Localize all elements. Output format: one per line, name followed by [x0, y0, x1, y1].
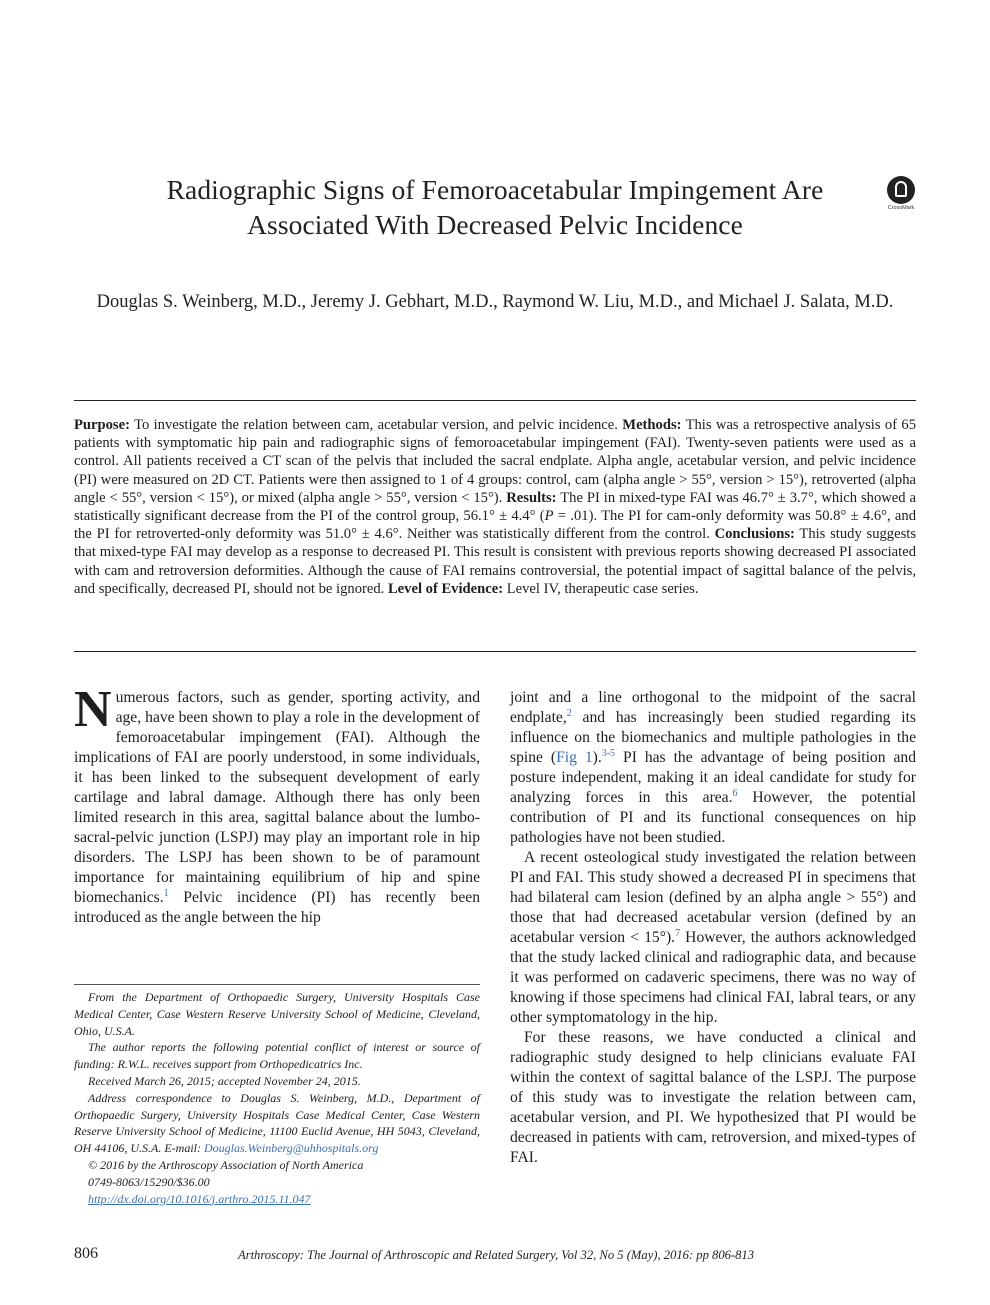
article-title: Radiographic Signs of Femoroacetabular I… [166, 174, 824, 240]
results-p-symbol: P [544, 508, 554, 525]
evidence-text: Level IV, therapeutic case series. [506, 580, 699, 597]
abstract-top-rule [74, 400, 916, 401]
footnote-copyright: © 2016 by the Arthroscopy Association of… [88, 1157, 364, 1172]
email-link[interactable]: Douglas.Weinberg@uhhospitals.org [203, 1141, 379, 1156]
correspondence-text: Address correspondence to Douglas S. Wei… [74, 1090, 480, 1156]
p1-text-a: joint and a line orthogonal to the midpo… [510, 689, 916, 726]
paragraph-3: For these reasons, we have conducted a c… [510, 1029, 916, 1166]
conclusions-text: This study suggests that mixed-type FAI … [74, 526, 916, 597]
results-text-cont: = .01). The PI for cam-only deformity wa… [74, 508, 916, 543]
p1-text-b: and has increasingly been studied regard… [510, 709, 916, 766]
abstract-bottom-rule [74, 651, 916, 652]
ref-1-link[interactable]: 1 [163, 887, 169, 899]
ref-3-5-link[interactable]: 3-5 [601, 747, 616, 759]
conclusions-label: Conclusions: [714, 526, 795, 543]
crossmark-label: CrossMark [887, 205, 915, 211]
ref-2-link[interactable]: 2 [566, 707, 572, 719]
body-column-right: joint and a line orthogonal to the midpo… [510, 688, 916, 1168]
journal-citation: Arthroscopy: The Journal of Arthroscopic… [237, 1248, 755, 1262]
methods-label: Methods: [622, 417, 682, 433]
crossmark-logo[interactable]: CrossMark [883, 176, 919, 211]
footnote-doi: http://dx.doi.org/10.1016/j.arthro.2015.… [74, 1191, 480, 1208]
ref-7-link[interactable]: 7 [675, 927, 681, 939]
p1-text-d: PI has the advantage of being position a… [510, 749, 916, 806]
results-label: Results: [506, 489, 557, 506]
paragraph-1: joint and a line orthogonal to the midpo… [510, 688, 916, 848]
footnotes: From the Department of Orthopaedic Surge… [74, 989, 480, 1207]
footnote-rule [74, 984, 480, 985]
crossmark-icon [887, 176, 915, 204]
results-text: The PI in mixed-type FAI was 46.7° ± 3.7… [74, 489, 916, 525]
footnote-affiliation: From the Department of Orthopaedic Surge… [74, 990, 480, 1038]
footnote-correspondence: Address correspondence to Douglas S. Wei… [74, 1090, 480, 1157]
p2-text-a: A recent osteological study investigated… [510, 849, 916, 946]
p1-text-e: However, the potential contribution of P… [510, 789, 916, 846]
purpose-label: Purpose: [74, 417, 130, 433]
paragraph-2: A recent osteological study investigated… [510, 848, 916, 1028]
doi-link[interactable]: http://dx.doi.org/10.1016/j.arthro.2015.… [88, 1191, 311, 1206]
footnote-issn: 0749-8063/15290/$36.00 [88, 1174, 210, 1189]
fig-1-link[interactable]: Fig 1 [556, 749, 593, 766]
abstract: Purpose: To investigate the relation bet… [74, 416, 916, 598]
footnote-conflict: The author reports the following potenti… [74, 1040, 480, 1072]
page-number: 806 [74, 1245, 98, 1262]
author-list: Douglas S. Weinberg, M.D., Jeremy J. Geb… [96, 292, 894, 312]
intro-text: umerous factors, such as gender, sportin… [74, 689, 480, 906]
evidence-label: Level of Evidence: [387, 580, 504, 597]
p1-text-c: ). [592, 749, 602, 766]
ref-6-link[interactable]: 6 [732, 787, 738, 799]
intro-text-cont: Pelvic incidence (PI) has recently been … [74, 889, 480, 926]
dropcap: N [74, 681, 112, 738]
footnote-received: Received March 26, 2015; accepted Novemb… [88, 1073, 361, 1088]
purpose-text: To investigate the relation between cam,… [134, 417, 618, 433]
methods-text: This was a retrospective analysis of 65 … [74, 417, 917, 506]
p2-text-b: However, the authors acknowledged that t… [510, 929, 916, 1026]
